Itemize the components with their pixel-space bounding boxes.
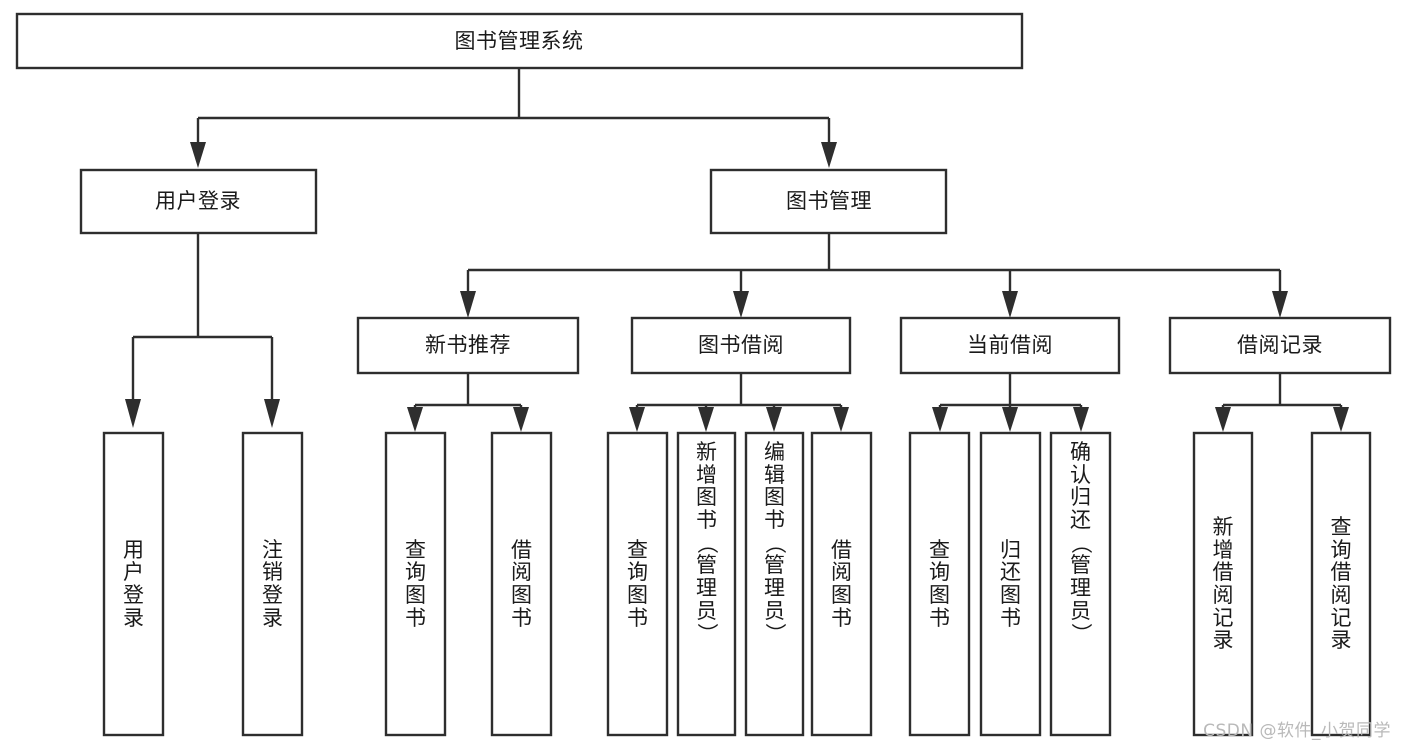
arrow-head-leaf-query-book-3 <box>932 407 948 432</box>
arrow-head-leaf-edit-book-admin <box>766 407 782 432</box>
arrow-head-leaf-query-book-2 <box>629 407 645 432</box>
node-book-borrow-box[interactable] <box>630 316 852 375</box>
leaf-box-query-book-1[interactable] <box>384 431 447 737</box>
arrow-head-leaf-query-borrow-record <box>1333 407 1349 432</box>
node-book-management-box[interactable] <box>709 168 948 235</box>
arrow-head-leaf-add-borrow-record <box>1215 407 1231 432</box>
arrow-head-user-login <box>190 142 206 168</box>
arrow-head-leaf-query-book-1 <box>407 407 423 432</box>
leaf-box-borrow-book-1[interactable] <box>490 431 553 737</box>
leaf-box-add-borrow-record[interactable] <box>1192 431 1254 737</box>
leaf-box-add-book-admin[interactable] <box>676 431 737 737</box>
node-new-book-recommend-box[interactable] <box>356 316 580 375</box>
arrow-head-leaf-logout-login <box>264 399 280 428</box>
node-root-label: 图书管理系统 <box>455 29 584 53</box>
leaf-box-borrow-book-2[interactable] <box>810 431 873 737</box>
connector-group-root <box>190 68 837 168</box>
node-user-login-label: 用户登录 <box>155 189 241 213</box>
node-borrow-record-label: 借阅记录 <box>1237 333 1323 357</box>
leaf-box-query-book-2[interactable] <box>606 431 669 737</box>
leaf-box-return-book[interactable] <box>979 431 1042 737</box>
node-current-borrow-box[interactable] <box>899 316 1121 375</box>
arrow-head-leaf-borrow-book-2 <box>833 407 849 432</box>
connector-group-book-management <box>460 233 1288 318</box>
arrow-head-leaf-return-book <box>1002 407 1018 432</box>
arrow-head-borrow-record <box>1272 291 1288 318</box>
node-root-box[interactable] <box>15 12 1024 70</box>
node-borrow-record-box[interactable] <box>1168 316 1392 375</box>
node-new-book-recommend-label: 新书推荐 <box>425 333 511 357</box>
leaf-box-user-login[interactable] <box>102 431 165 737</box>
arrow-head-leaf-add-book-admin <box>698 407 714 432</box>
connector-group-new-book-recommend <box>407 373 529 432</box>
leaf-box-confirm-return-admin[interactable] <box>1049 431 1112 737</box>
leaf-box-query-borrow-record[interactable] <box>1310 431 1372 737</box>
arrow-head-leaf-confirm-return-admin <box>1073 407 1089 432</box>
arrow-head-leaf-borrow-book-1 <box>513 407 529 432</box>
node-book-management-label: 图书管理 <box>786 189 872 213</box>
node-user-login-box[interactable] <box>79 168 318 235</box>
arrow-head-book-management <box>821 142 837 168</box>
arrow-head-book-borrow <box>733 291 749 318</box>
node-current-borrow-label: 当前借阅 <box>967 333 1053 357</box>
leaf-box-logout-login[interactable] <box>241 431 304 737</box>
leaf-box-query-book-3[interactable] <box>908 431 971 737</box>
connector-group-book-borrow <box>629 373 849 432</box>
connector-group-user-login <box>125 233 280 428</box>
connector-group-borrow-record <box>1215 373 1349 432</box>
csdn-watermark: CSDN @软件_小贺同学 <box>1203 721 1391 741</box>
node-book-borrow-label: 图书借阅 <box>698 333 784 357</box>
arrow-head-current-borrow <box>1002 291 1018 318</box>
arrow-head-leaf-user-login <box>125 399 141 428</box>
arrow-head-new-book-recommend <box>460 291 476 318</box>
leaf-box-edit-book-admin[interactable] <box>744 431 805 737</box>
connector-group-current-borrow <box>932 373 1089 432</box>
